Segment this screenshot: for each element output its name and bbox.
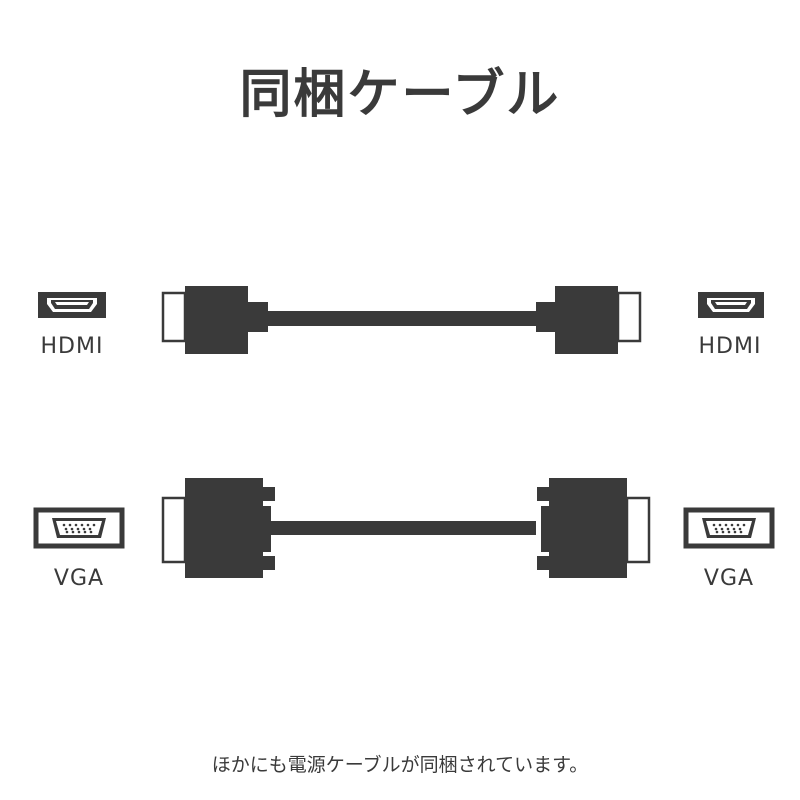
vga-left-label: VGA: [53, 566, 105, 591]
vga-port-icon-left: [33, 507, 125, 549]
vga-right-label: VGA: [703, 566, 755, 591]
vga-cable: [161, 478, 651, 578]
hdmi-cable: [161, 286, 642, 354]
footer-note: ほかにも電源ケーブルが同梱されています。: [211, 754, 589, 776]
hdmi-left-label: HDMI: [40, 334, 104, 359]
page-title: 同梱ケーブル: [239, 65, 561, 125]
hdmi-right-label: HDMI: [698, 334, 762, 359]
vga-port-icon-right: [683, 507, 775, 549]
hdmi-port-icon-right: [698, 292, 764, 318]
hdmi-port-icon-left: [38, 292, 106, 318]
